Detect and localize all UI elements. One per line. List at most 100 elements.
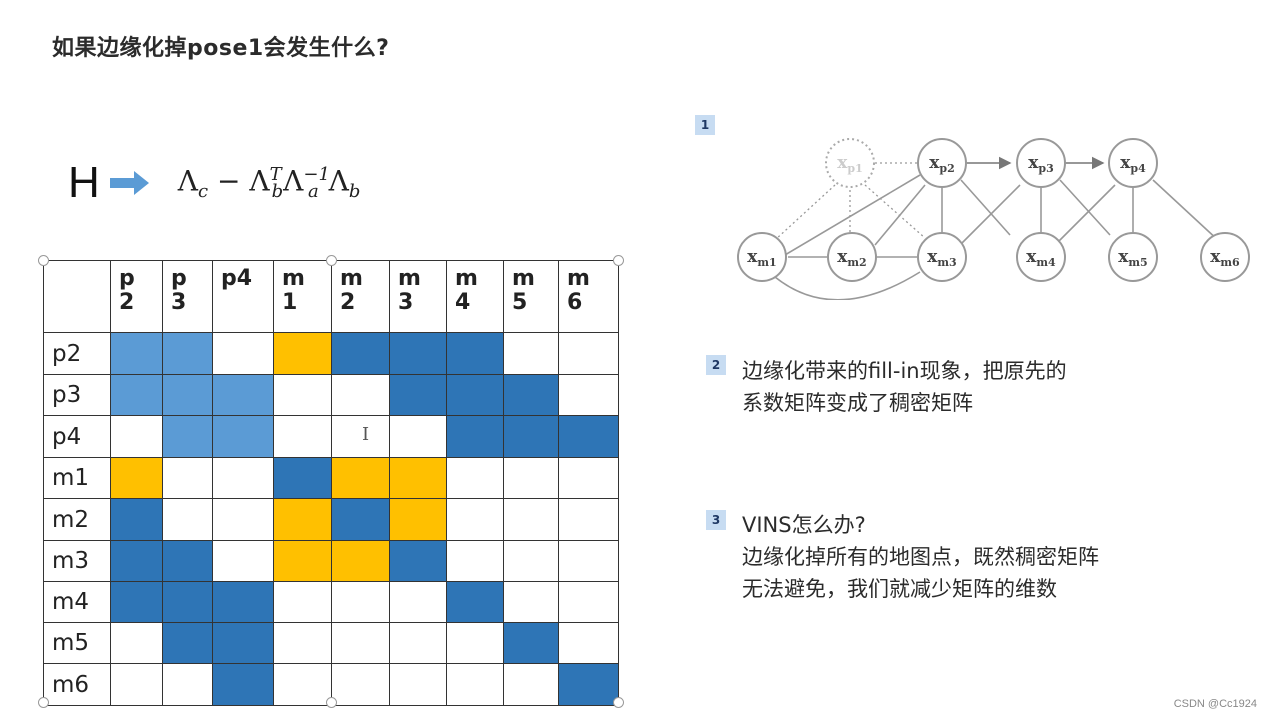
resize-handle[interactable] [326,255,337,266]
matrix-cell [212,540,274,582]
matrix-cell [503,332,559,375]
matrix-row-label: m1 [43,457,111,499]
matrix-cell [503,498,559,541]
matrix-cell [503,663,559,706]
note-badge-1: 1 [695,115,715,135]
matrix-cell [558,374,619,416]
matrix-cell [212,415,274,458]
matrix-cell [212,332,274,375]
matrix-cell [389,581,447,623]
matrix-cell [273,415,332,458]
matrix-cell [558,415,619,458]
matrix-cell [558,663,619,706]
resize-handle[interactable] [38,255,49,266]
matrix-cell [273,332,332,375]
resize-handle[interactable] [38,697,49,708]
matrix-cell [212,622,274,664]
resize-handle[interactable] [613,697,624,708]
matrix-row: p3 [43,374,619,416]
factor-graph: xp1 xp2 xp3 xp4 xm1 xm2 xm3 xm4 xm5 xm6 [737,138,1250,300]
matrix-cell [162,415,213,458]
matrix-row-label: m2 [43,498,111,541]
matrix-cell [389,498,447,541]
matrix-cell [110,374,163,416]
matrix-cell [162,581,213,623]
matrix-row: m2 [43,498,619,541]
matrix-cell [389,622,447,664]
matrix-cell [558,540,619,582]
matrix-cell [389,332,447,375]
matrix-row-label: m4 [43,581,111,623]
matrix-cell [389,663,447,706]
matrix-cell [110,663,163,706]
matrix-cell [110,332,163,375]
matrix-cell [110,540,163,582]
matrix-cell [162,622,213,664]
matrix-cell [446,498,504,541]
matrix-cell [558,457,619,499]
matrix-row: m4 [43,581,619,623]
matrix-cell [558,498,619,541]
right-arrow-icon [109,171,149,195]
matrix-cell [162,457,213,499]
matrix-cell [273,540,332,582]
watermark: CSDN @Cc1924 [1173,698,1257,710]
matrix-cell [503,581,559,623]
matrix-cell [446,457,504,499]
matrix-cell [446,540,504,582]
resize-handle[interactable] [326,697,337,708]
matrix-cell [273,581,332,623]
matrix-cell [212,374,274,416]
matrix-cell [110,622,163,664]
matrix-cell [503,540,559,582]
matrix-cell [503,622,559,664]
node-xp1: xp1 [837,153,863,175]
matrix-row: p2 [43,332,619,375]
matrix-cell [162,540,213,582]
slide-title: 如果边缘化掉pose1会发生什么? [52,36,390,61]
matrix-cell [331,332,390,375]
matrix-corner-cell [43,260,111,333]
matrix-cell [446,581,504,623]
matrix-cell [446,415,504,458]
matrix-cell [331,540,390,582]
matrix-cell [273,457,332,499]
matrix-cell [558,332,619,375]
matrix-cell [446,374,504,416]
matrix-row-label: p2 [43,332,111,375]
matrix-cell [331,498,390,541]
matrix-cell [558,581,619,623]
matrix-cell [212,457,274,499]
matrix-cell [503,374,559,416]
matrix-cell [273,374,332,416]
matrix-cell [162,374,213,416]
matrix-cell [331,663,390,706]
matrix-cell [110,581,163,623]
matrix-row: m1 [43,457,619,499]
matrix-row: m5 [43,622,619,664]
matrix-row: m6 [43,663,619,706]
matrix-cell [162,663,213,706]
note-fill-in: 边缘化带来的fill-in现象，把原先的 系数矩阵变成了稠密矩阵 [742,359,1067,415]
matrix-cell [212,581,274,623]
matrix-cell [162,332,213,375]
note-badge-2: 2 [706,355,726,375]
matrix-cell [110,457,163,499]
matrix-cell [212,663,274,706]
matrix-row-label: p4 [43,415,111,458]
matrix-row-label: m3 [43,540,111,582]
matrix-cell [273,622,332,664]
resize-handle[interactable] [613,255,624,266]
matrix-cell [331,415,390,458]
matrix-row-label: p3 [43,374,111,416]
